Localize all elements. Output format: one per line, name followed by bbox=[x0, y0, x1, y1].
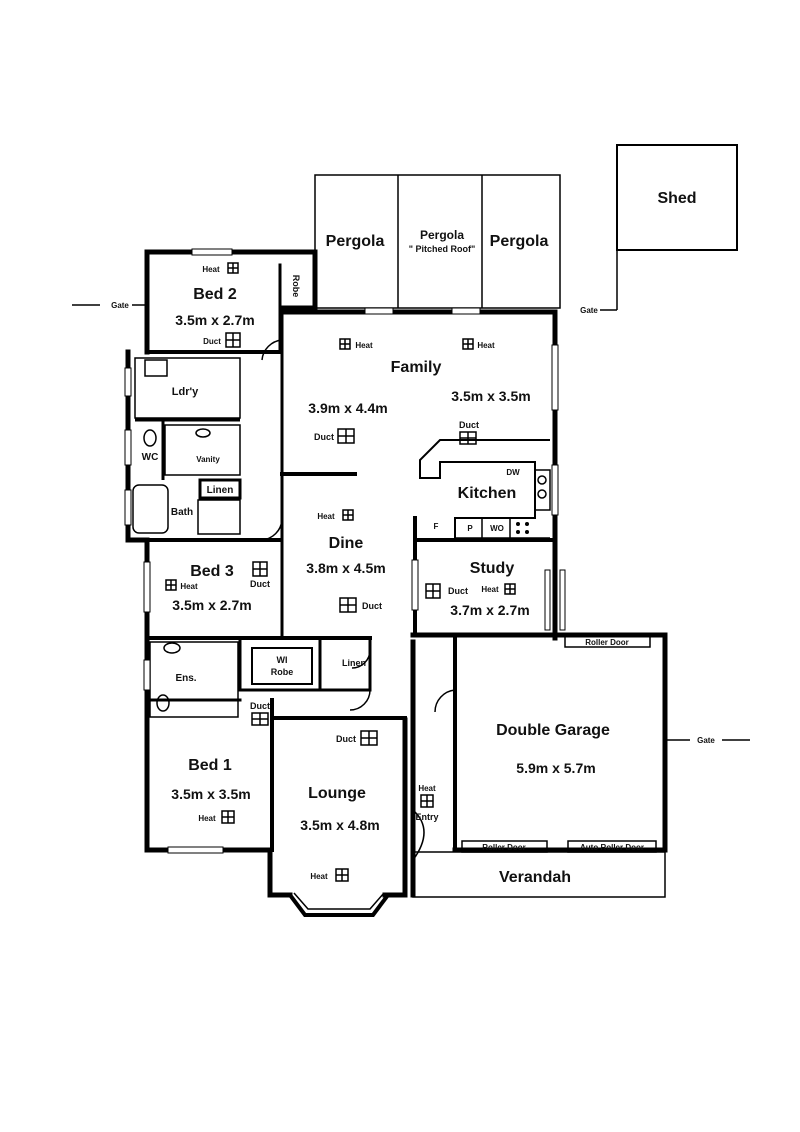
vent-icon bbox=[425, 583, 441, 599]
study-dim: 3.7m x 2.7m bbox=[450, 602, 529, 618]
vent-icon bbox=[335, 868, 349, 882]
lounge-label: Lounge bbox=[308, 785, 366, 802]
heat-label-study: Heat bbox=[481, 585, 499, 594]
wi-robe-label-2: Robe bbox=[271, 667, 294, 677]
shed-outline bbox=[616, 144, 738, 251]
duct-label-bed1: Duct bbox=[250, 701, 270, 711]
pergola-pitched-label: " Pitched Roof" bbox=[409, 244, 476, 254]
robe-label: Robe bbox=[291, 275, 301, 298]
roller-door-top-label: Roller Door bbox=[585, 638, 629, 647]
family-dim-left: 3.9m x 4.4m bbox=[308, 400, 387, 416]
vent-icon bbox=[459, 431, 477, 445]
vent-icon bbox=[251, 712, 269, 726]
pantry-label: P bbox=[467, 524, 473, 533]
vent-icon bbox=[504, 583, 516, 595]
roller-door-bottom bbox=[461, 840, 548, 853]
lounge-dim: 3.5m x 4.8m bbox=[300, 817, 379, 833]
family-label: Family bbox=[391, 359, 442, 376]
duct-label-lounge: Duct bbox=[336, 734, 356, 744]
kitchen-bench bbox=[419, 439, 550, 538]
wall-oven-label: WO bbox=[490, 524, 504, 533]
linen-bath-label: Linen bbox=[207, 485, 234, 496]
lounge-bay-window bbox=[288, 893, 390, 917]
bed1-dim: 3.5m x 3.5m bbox=[171, 786, 250, 802]
vent-icon bbox=[227, 262, 239, 274]
bath-label: Bath bbox=[171, 507, 193, 518]
heat-label-bed3: Heat bbox=[180, 582, 198, 591]
windows bbox=[124, 248, 566, 854]
heat-label-lounge: Heat bbox=[310, 872, 328, 881]
entry-label: Entry bbox=[415, 812, 438, 822]
bed2-dim: 3.5m x 2.7m bbox=[175, 312, 254, 328]
family-dim-right: 3.5m x 3.5m bbox=[451, 388, 530, 404]
heat-label-entry: Heat bbox=[418, 784, 436, 793]
pergola-right-label: Pergola bbox=[490, 233, 549, 250]
vent-icon bbox=[342, 509, 354, 521]
heat-label-bed2: Heat bbox=[202, 265, 220, 274]
vent-icon bbox=[420, 794, 434, 808]
pergola-mid-label: Pergola bbox=[420, 228, 464, 242]
vent-icon bbox=[339, 597, 357, 613]
wi-robe-box bbox=[251, 647, 313, 685]
heat-label-dine: Heat bbox=[317, 512, 335, 521]
vent-icon bbox=[339, 338, 351, 350]
heat-label-family-left: Heat bbox=[355, 341, 373, 350]
bed2-label: Bed 2 bbox=[193, 286, 237, 303]
laundry-floor bbox=[134, 357, 241, 419]
garage-dim: 5.9m x 5.7m bbox=[516, 760, 595, 776]
bed3-label: Bed 3 bbox=[190, 563, 234, 580]
duct-label-family: Duct bbox=[314, 432, 334, 442]
vent-icon bbox=[337, 428, 355, 444]
vent-icons bbox=[165, 262, 516, 882]
vent-icon bbox=[462, 338, 474, 350]
fridge-label: F bbox=[434, 522, 439, 531]
vent-icon bbox=[360, 730, 378, 746]
shed-label: Shed bbox=[657, 190, 696, 207]
vent-icon bbox=[252, 561, 268, 577]
vent-icon bbox=[221, 810, 235, 824]
wi-robe-label-1: WI bbox=[277, 655, 288, 665]
vanity-floor bbox=[164, 424, 241, 476]
wc-label: WC bbox=[142, 452, 159, 463]
vent-icon bbox=[225, 332, 241, 348]
kitchen-label: Kitchen bbox=[458, 485, 517, 502]
heat-duct-labels: Heat Duct Heat Heat Duct Duct Heat Duct … bbox=[180, 265, 499, 881]
bed3-dim: 3.5m x 2.7m bbox=[172, 597, 251, 613]
pergola-area bbox=[314, 174, 561, 309]
gate-label-left: Gate bbox=[111, 301, 129, 310]
heat-label-family-right: Heat bbox=[477, 341, 495, 350]
ensuite-label: Ens. bbox=[175, 673, 196, 684]
duct-label-dine: Duct bbox=[362, 601, 382, 611]
roller-door-bottom-label: Roller Door bbox=[482, 843, 526, 852]
pergola-left-label: Pergola bbox=[326, 233, 385, 250]
vanity-label: Vanity bbox=[196, 455, 220, 464]
duct-label-kitchen: Duct bbox=[459, 420, 479, 430]
linen-hall-label: Linen bbox=[342, 658, 366, 668]
heat-label-bed1: Heat bbox=[198, 814, 216, 823]
garage-label: Double Garage bbox=[496, 722, 610, 739]
gate-label-garage: Gate bbox=[697, 736, 715, 745]
dine-dim: 3.8m x 4.5m bbox=[306, 560, 385, 576]
duct-label-bed2: Duct bbox=[203, 337, 221, 346]
verandah-label: Verandah bbox=[499, 869, 571, 886]
dine-label: Dine bbox=[329, 535, 364, 552]
door-swings bbox=[261, 339, 456, 861]
auto-roller-door-label: Auto Roller Door bbox=[580, 843, 644, 852]
vent-icon bbox=[165, 579, 177, 591]
gate-label-top-right: Gate bbox=[580, 306, 598, 315]
bed1-label: Bed 1 bbox=[188, 757, 232, 774]
laundry-label: Ldr'y bbox=[172, 386, 199, 398]
study-label: Study bbox=[470, 560, 515, 577]
duct-label-bed3: Duct bbox=[250, 579, 270, 589]
duct-label-study: Duct bbox=[448, 586, 468, 596]
dw-label: DW bbox=[506, 468, 520, 477]
auto-roller-door bbox=[567, 840, 657, 853]
roller-door-top bbox=[564, 635, 651, 648]
